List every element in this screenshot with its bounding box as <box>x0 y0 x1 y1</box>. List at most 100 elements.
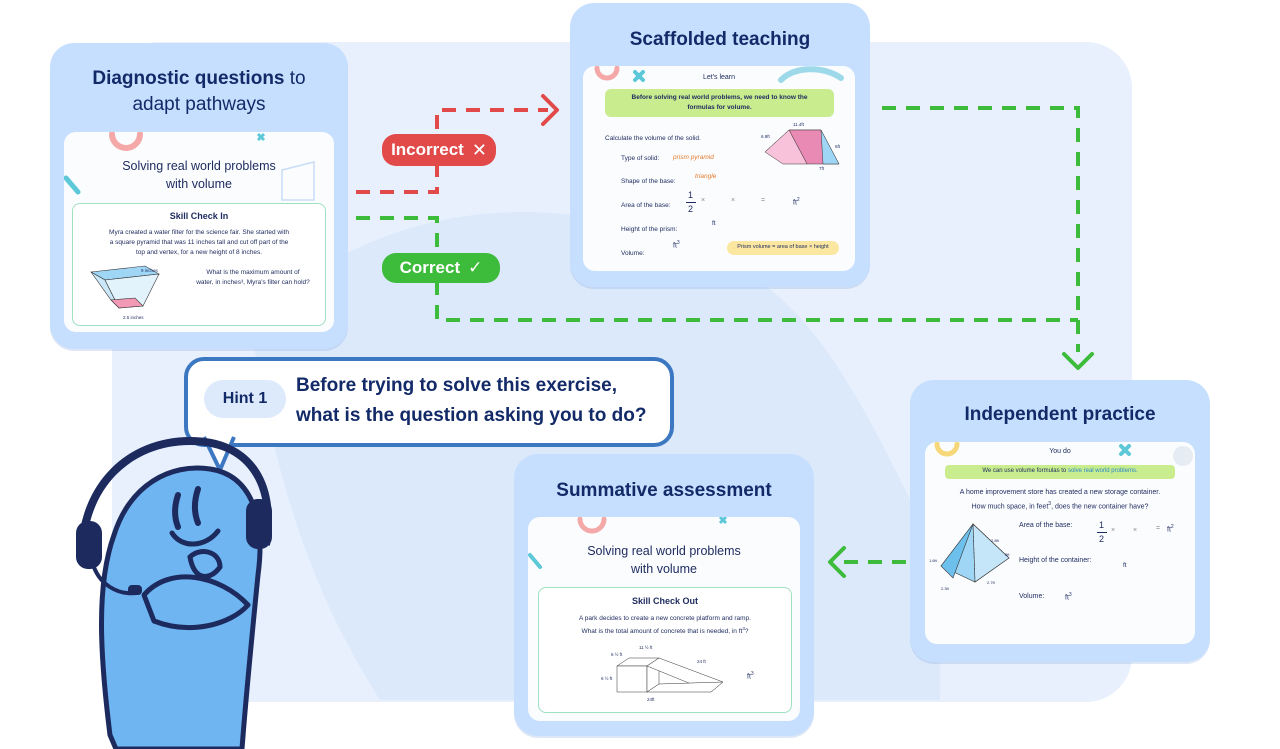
prism-dim-top: 11.4ft <box>793 122 804 127</box>
down-arrowhead <box>1062 352 1094 370</box>
independent-slide: You do We can use volume formulas to sol… <box>925 442 1195 644</box>
frustum-label-bottom: 2.5 inches <box>123 315 144 320</box>
incorrect-label: Incorrect <box>391 140 464 159</box>
ind-frac-den: 2 <box>1099 534 1105 544</box>
pyramid-dim-c: 2.3ft <box>941 586 949 591</box>
hint-bubble: Hint 1 Before trying to solve this exerc… <box>184 357 674 447</box>
area-frac-bar <box>686 202 696 203</box>
mascot <box>76 436 272 749</box>
ind-times-1: × <box>1111 527 1116 534</box>
formula-text: Prism volume = area of base × height <box>737 244 829 250</box>
base-label: Shape of the base: <box>621 178 676 185</box>
pyramid-dim-d: 5ft <box>1005 552 1010 557</box>
type-answer: prism pyramid <box>673 154 714 161</box>
independent-question-1: A home improvement store has created a n… <box>959 489 1161 496</box>
scaffolded-banner-2: formulas for volume. <box>687 104 752 111</box>
ind-volume-unit: ft3 <box>1065 592 1072 602</box>
diagnostic-question-1: What is the maximum amount of <box>206 269 300 276</box>
prism-dim-right: 6ft <box>835 144 841 149</box>
summative-slide-heading-2: with volume <box>631 562 697 576</box>
prism-dim-left: 6.9ft <box>761 134 770 139</box>
frustum-figure <box>90 265 160 309</box>
area-times-2: × <box>731 197 736 204</box>
formula-badge: Prism volume = area of base × height <box>727 241 839 255</box>
scaffolded-banner-1: Before solving real world problems, we n… <box>631 94 808 101</box>
ind-height-unit: ft <box>1123 562 1127 569</box>
ind-volume-label: Volume: <box>1019 593 1045 600</box>
check-icon: ✓ <box>468 258 483 277</box>
diagnostic-question-2: water, in inches³, Myra's filter can hol… <box>196 279 310 286</box>
height-unit: ft <box>712 220 716 227</box>
summative-dim-bottom: 24ft <box>647 697 655 702</box>
correct-pill: Correct ✓ <box>382 253 500 283</box>
independent-card: Independent practice You do We can use v… <box>910 380 1210 662</box>
summative-text-1: A park decides to create a new concrete … <box>579 615 751 622</box>
summative-dim-ramp: 24 ft <box>697 659 706 664</box>
hint-line-1: Before trying to solve this exercise, <box>296 375 618 396</box>
diagnostic-slide: Solving real world problems with volume … <box>64 132 334 332</box>
ind-area-unit: ft2 <box>1167 524 1174 534</box>
left-arrowhead <box>828 546 846 578</box>
volume-unit: ft3 <box>673 240 680 250</box>
x-icon: ✕ <box>471 139 487 160</box>
area-equals: = <box>761 197 766 204</box>
skill-check-in-text-1: Myra created a water filter for the scie… <box>109 229 289 236</box>
diagnostic-title: Diagnostic questions to <box>50 68 348 90</box>
pyramid-figure <box>940 523 1010 583</box>
scaffolded-slide: Let's learn Before solving real world pr… <box>583 66 855 271</box>
scaffolded-header: Let's learn <box>702 74 736 81</box>
summative-dim-left-1: 6 ½ ft <box>611 652 623 657</box>
platform-ramp-figure <box>616 657 724 693</box>
type-label: Type of solid: <box>621 155 660 162</box>
scaffolded-card: Scaffolded teaching Let's learn Before s… <box>570 3 870 287</box>
diagnostic-decor <box>64 132 315 201</box>
correct-label: Correct <box>399 258 461 277</box>
diagnostic-title-bold: Diagnostic questions <box>92 68 285 89</box>
ind-frac-bar <box>1097 532 1107 533</box>
scaffolded-banner: Before solving real world problems, we n… <box>605 89 834 117</box>
scaffold-to-practice-path <box>882 106 1080 352</box>
prism-dim-bottom: 7ft <box>819 166 825 171</box>
area-unit: ft2 <box>793 197 800 207</box>
summative-text-2: What is the total amount of concrete tha… <box>581 626 749 636</box>
skill-check-in-box: Skill Check In Myra created a water filt… <box>72 203 326 326</box>
hint-line-2: what is the question asking you to do? <box>296 405 647 426</box>
diagnostic-slide-heading-1: Solving real world problems <box>122 159 276 173</box>
diagnostic-title-line2: adapt pathways <box>132 94 266 115</box>
incorrect-pill: Incorrect ✕ <box>382 134 496 166</box>
summative-title: Summative assessment <box>556 480 772 501</box>
summative-dim-top: 11 ½ ft <box>639 645 653 650</box>
scaffolded-instruction: Calculate the volume of the solid. <box>605 135 701 142</box>
ind-area-label: Area of the base: <box>1019 522 1073 529</box>
skill-check-in-title: Skill Check In <box>169 211 229 221</box>
summative-slide-heading-1: Solving real world problems <box>587 544 741 558</box>
diagnostic-card: Diagnostic questions to adapt pathways S… <box>50 43 348 349</box>
hint-badge: Hint 1 <box>204 380 286 418</box>
ind-height-label: Height of the container: <box>1019 557 1092 564</box>
summative-slide: Solving real world problems with volume … <box>528 517 800 721</box>
area-frac-den: 2 <box>688 204 694 214</box>
diagnostic-title-rest: to <box>284 68 306 89</box>
summative-card: Summative assessment Solving real world … <box>514 454 814 736</box>
independent-decor <box>934 442 1193 466</box>
independent-banner: We can use volume formulas to solve real… <box>945 465 1175 479</box>
summative-decor <box>528 517 728 569</box>
area-frac-num: 1 <box>688 190 694 200</box>
ind-times-2: × <box>1133 527 1138 534</box>
ind-equals: = <box>1156 525 1161 532</box>
summative-dim-left-2: 6 ½ ft <box>601 676 613 681</box>
pyramid-dim-a: 2.8ft <box>991 538 999 543</box>
diagnostic-slide-heading-2: with volume <box>166 177 232 191</box>
height-label: Height of the prism: <box>621 226 678 233</box>
independent-header: You do <box>1049 448 1071 455</box>
volume-label: Volume: <box>621 250 645 257</box>
ind-frac-num: 1 <box>1099 520 1105 530</box>
scaffolded-title: Scaffolded teaching <box>629 29 811 50</box>
independent-question-2: How much space, in feet3, does the new c… <box>971 501 1149 511</box>
area-times-1: × <box>701 197 706 204</box>
summative-answer-unit: ft3 <box>747 671 754 681</box>
pyramid-dim-e: 2.7ft <box>987 580 995 585</box>
frustum-label-top: 9 inches <box>141 268 158 273</box>
pyramid-dim-b: 1.6ft <box>929 558 937 563</box>
skill-check-in-text-2: a square pyramid that was 11 inches tall… <box>109 239 289 246</box>
